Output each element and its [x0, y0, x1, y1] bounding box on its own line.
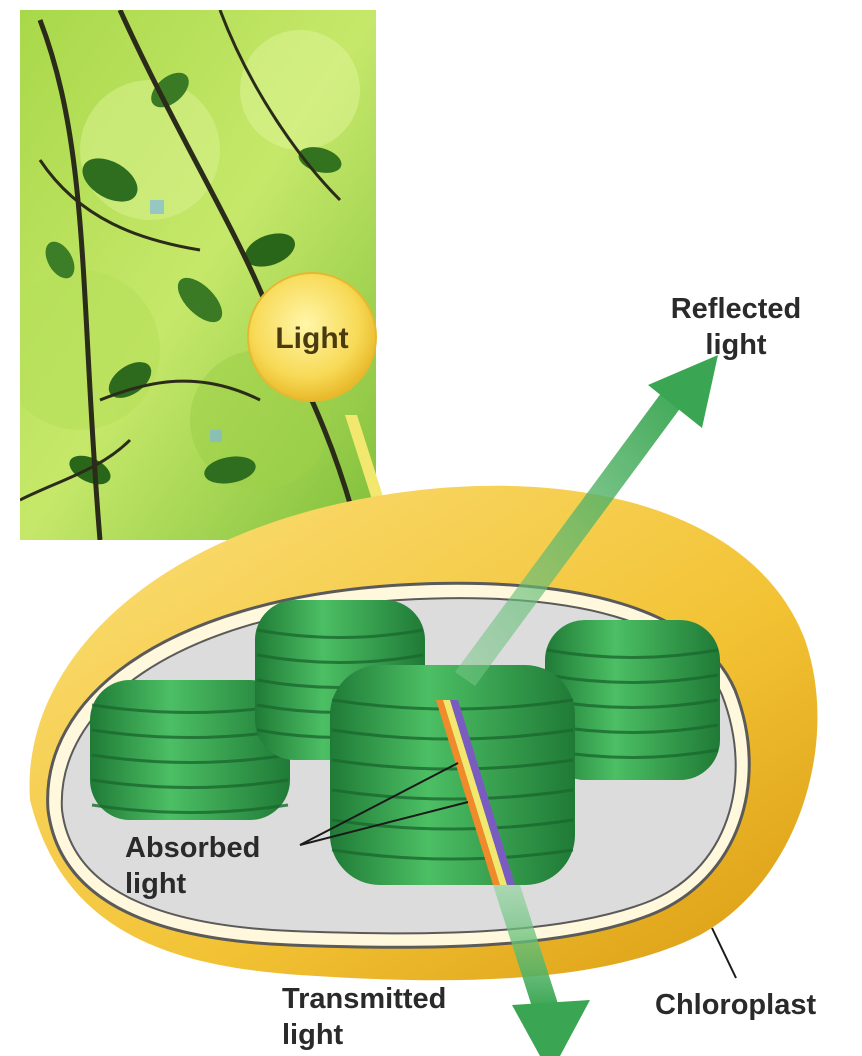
light-sun: Light [248, 273, 376, 401]
reflected-light-label-line2: light [705, 329, 767, 361]
chloroplast-leader-line [712, 928, 736, 978]
reflected-light-label-line1: Reflected [671, 293, 802, 325]
chloroplast-label: Chloroplast [655, 989, 816, 1021]
light-label: Light [275, 322, 348, 355]
transmitted-light-label-line1: Transmitted [282, 983, 446, 1015]
granum-front [330, 665, 575, 885]
absorbed-light-label-line1: Absorbed [125, 832, 260, 864]
transmitted-light-label-line2: light [282, 1019, 344, 1051]
absorbed-light-label-line2: light [125, 868, 187, 900]
